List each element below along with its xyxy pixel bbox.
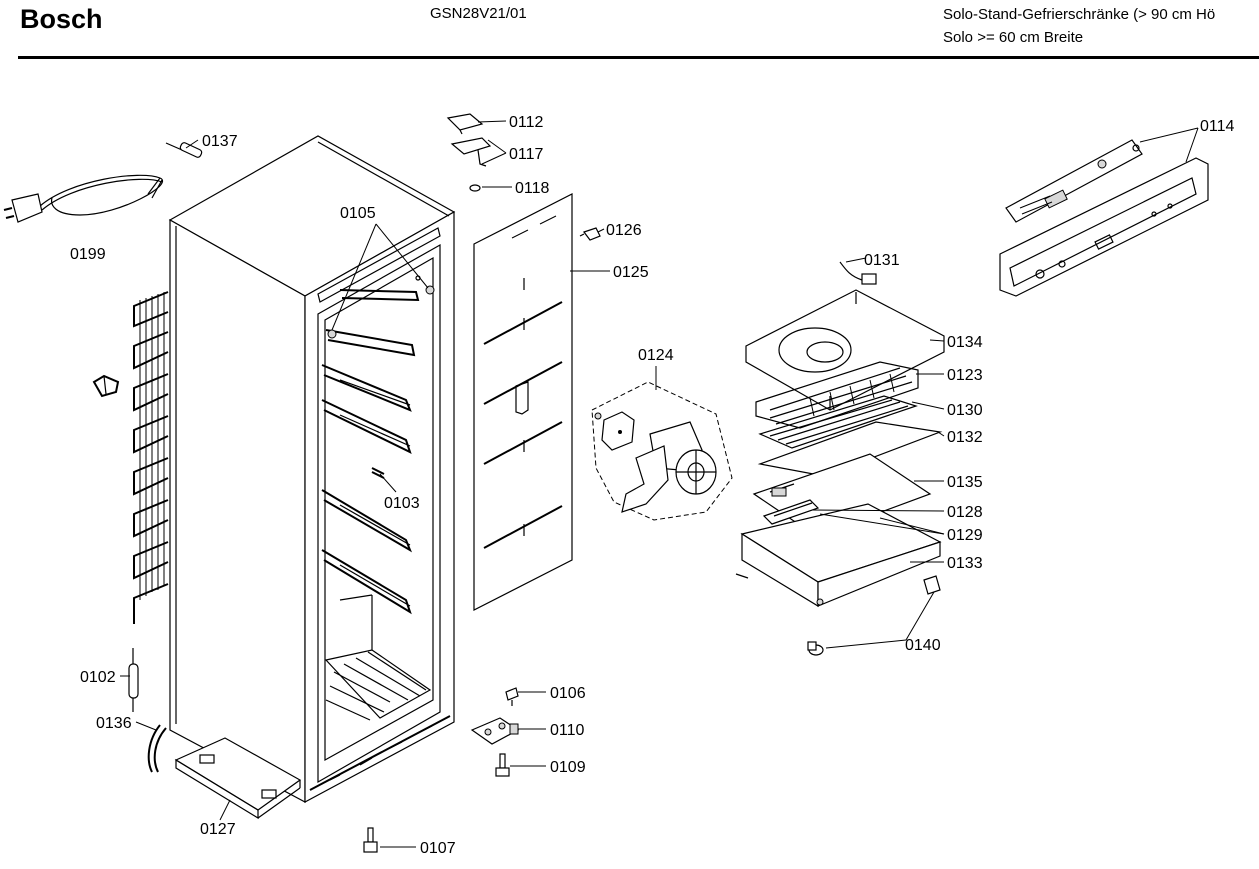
label-0130: 0130 bbox=[947, 402, 983, 419]
hinge-bolt bbox=[495, 753, 510, 777]
base-plate bbox=[174, 737, 302, 820]
label-0136: 0136 bbox=[96, 715, 132, 732]
drain-hose bbox=[147, 724, 167, 773]
evaporator-sensor bbox=[839, 261, 877, 285]
label-0131: 0131 bbox=[864, 252, 900, 269]
washer bbox=[469, 184, 481, 192]
hinge-pins bbox=[327, 275, 435, 339]
plug-caps bbox=[807, 575, 941, 656]
label-0199: 0199 bbox=[70, 246, 106, 263]
hinge-cover-cap bbox=[446, 113, 484, 135]
label-0140: 0140 bbox=[905, 637, 941, 654]
heater-plate bbox=[757, 421, 943, 477]
thermal-fuse bbox=[762, 499, 820, 525]
hinge-bracket bbox=[450, 137, 492, 167]
freezer-cabinet bbox=[168, 135, 456, 804]
label-0109: 0109 bbox=[550, 759, 586, 776]
appliance-description-line1: Solo-Stand-Gefrierschränke (> 90 cm Hö bbox=[943, 6, 1216, 23]
label-0125: 0125 bbox=[613, 264, 649, 281]
evaporator-coil bbox=[755, 361, 919, 429]
hinge-screw bbox=[505, 687, 519, 706]
label-0118: 0118 bbox=[515, 180, 550, 197]
rear-wall-panel bbox=[473, 193, 573, 611]
label-0123: 0123 bbox=[947, 367, 983, 384]
label-0106: 0106 bbox=[550, 685, 586, 702]
condenser-bracket bbox=[92, 374, 120, 398]
defrost-heater bbox=[758, 395, 918, 449]
temperature-probe bbox=[165, 142, 203, 158]
brand-title: Bosch bbox=[20, 4, 103, 34]
label-0105: 0105 bbox=[340, 205, 376, 222]
power-cord bbox=[3, 174, 164, 223]
label-0107: 0107 bbox=[420, 840, 456, 857]
evaporator-base-tray bbox=[735, 503, 942, 608]
condenser-coil bbox=[133, 291, 169, 624]
label-0112: 0112 bbox=[509, 114, 544, 131]
label-0137: 0137 bbox=[202, 133, 238, 150]
label-0114: 0114 bbox=[1200, 118, 1235, 135]
model-number: GSN28V21/01 bbox=[430, 5, 527, 22]
lower-hinge bbox=[470, 717, 520, 745]
header-divider bbox=[18, 56, 1259, 59]
label-0132: 0132 bbox=[947, 429, 983, 446]
fan-assembly bbox=[591, 381, 733, 521]
label-0134: 0134 bbox=[947, 334, 983, 351]
evaporator-cover bbox=[745, 289, 945, 411]
label-0126: 0126 bbox=[606, 222, 642, 239]
label-0127: 0127 bbox=[200, 821, 236, 838]
label-0102: 0102 bbox=[80, 669, 116, 686]
label-0110: 0110 bbox=[550, 722, 585, 739]
label-0133: 0133 bbox=[947, 555, 983, 572]
sensor-capsule bbox=[128, 648, 139, 712]
label-0124: 0124 bbox=[638, 347, 674, 364]
control-panel bbox=[999, 139, 1209, 297]
appliance-description-line2: Solo >= 60 cm Breite bbox=[943, 29, 1084, 46]
panel-clip bbox=[579, 227, 601, 241]
label-0135: 0135 bbox=[947, 474, 983, 491]
label-0117: 0117 bbox=[509, 146, 544, 163]
label-0128: 0128 bbox=[947, 504, 983, 521]
label-0103: 0103 bbox=[384, 495, 420, 512]
adjustable-foot bbox=[363, 827, 378, 853]
label-0129: 0129 bbox=[947, 527, 983, 544]
leader-lines bbox=[120, 120, 1199, 848]
